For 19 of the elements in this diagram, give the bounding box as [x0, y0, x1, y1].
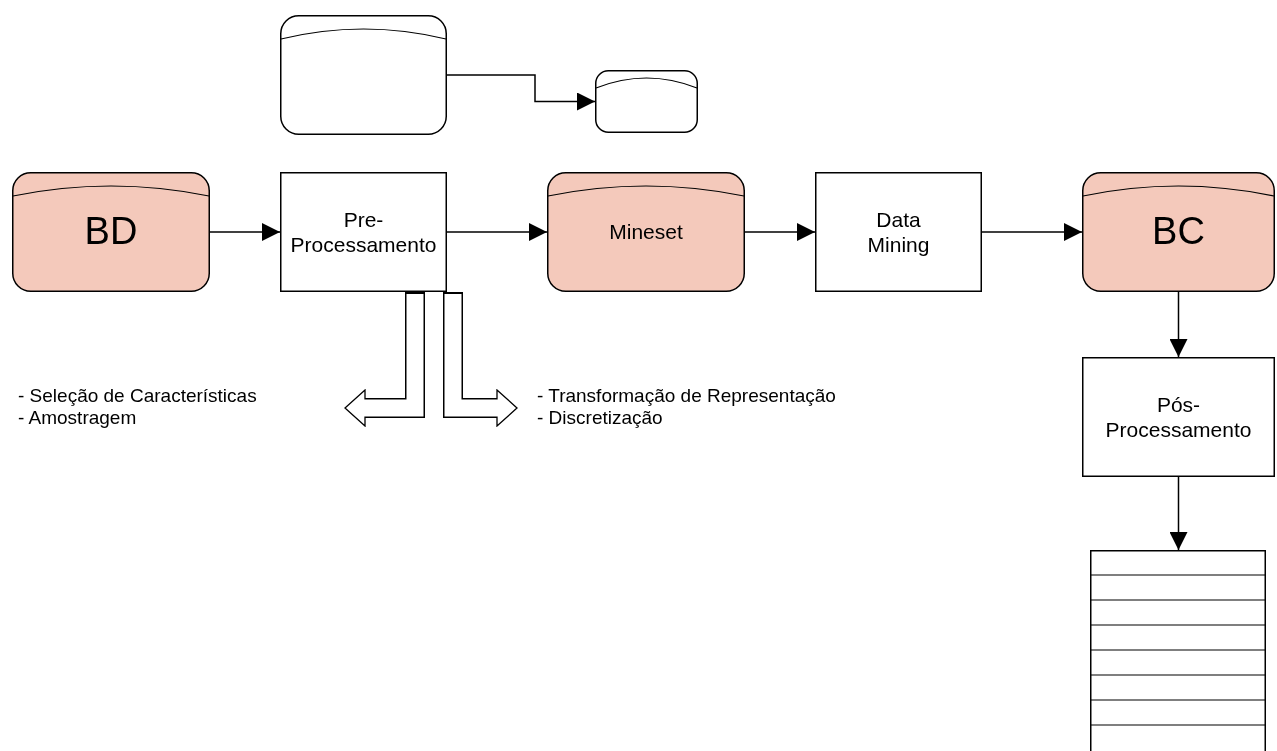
list-item: - Amostragem [18, 406, 138, 429]
list-item: - Seleção de Características [18, 385, 258, 407]
arrow [446, 74, 596, 111]
node-label: Pós- Processamento [1104, 391, 1253, 443]
arrow [1169, 291, 1188, 358]
list-item: - Transformação de Representação [537, 385, 837, 407]
arrow [446, 223, 548, 241]
list-item: - Discretização [537, 406, 664, 429]
hollow-arrow [344, 292, 425, 427]
arrow [981, 223, 1083, 241]
node-label: BD [84, 209, 138, 255]
hollow-arrow [443, 292, 518, 427]
arrow [744, 223, 816, 241]
arrow [209, 223, 281, 241]
node-label: BC [1152, 209, 1205, 255]
arrow [1169, 476, 1188, 551]
node-label: Pre- Processamento [289, 206, 438, 258]
node-label: Mineset [609, 219, 683, 245]
node-label: Data Mining [866, 206, 931, 258]
